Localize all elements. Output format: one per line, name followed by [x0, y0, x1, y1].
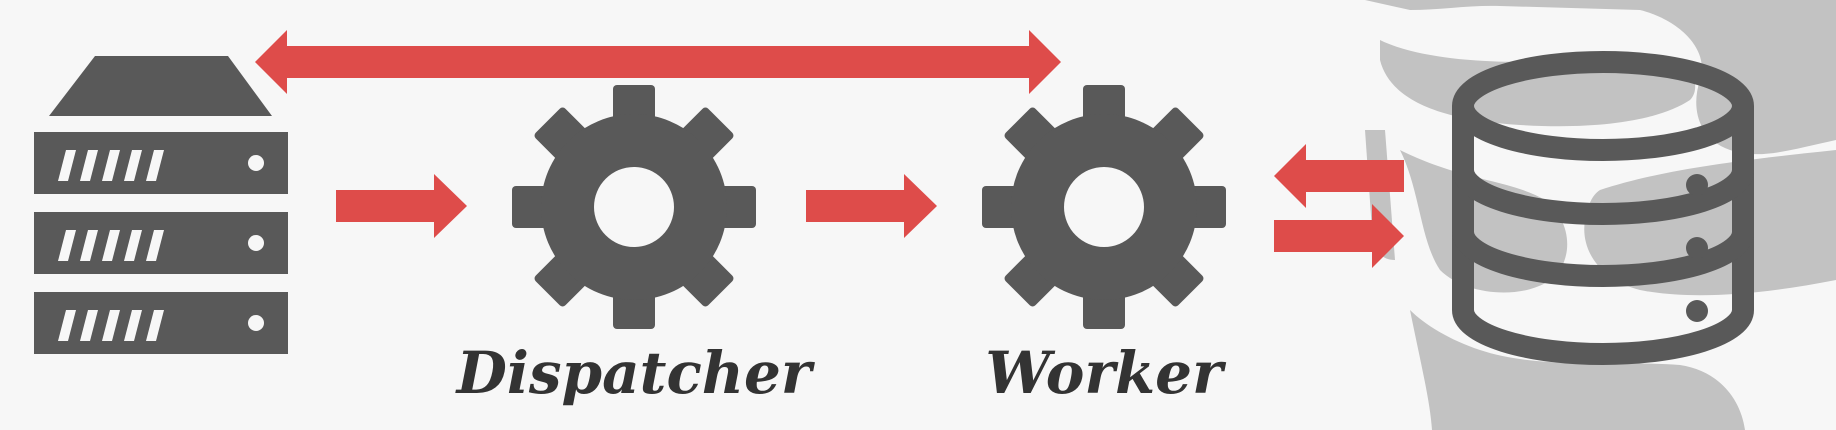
- arrow-client-to-dispatcher: [336, 174, 467, 238]
- arrow-worker-to-database: [1274, 204, 1404, 268]
- arrow-database-to-worker: [1274, 144, 1404, 208]
- server-rack-slots: [58, 150, 264, 341]
- gear-icon: [512, 85, 756, 329]
- worker-label: Worker: [985, 339, 1227, 407]
- database-icon: [1452, 51, 1754, 365]
- dispatcher-label: Dispatcher: [455, 339, 816, 407]
- gear-icon: [982, 85, 1226, 329]
- arrow-dispatcher-to-worker: [806, 174, 937, 238]
- database-indicators: [1686, 174, 1708, 322]
- top-bidirectional-arrow: [255, 30, 1061, 94]
- server-rack-icon: [34, 56, 288, 354]
